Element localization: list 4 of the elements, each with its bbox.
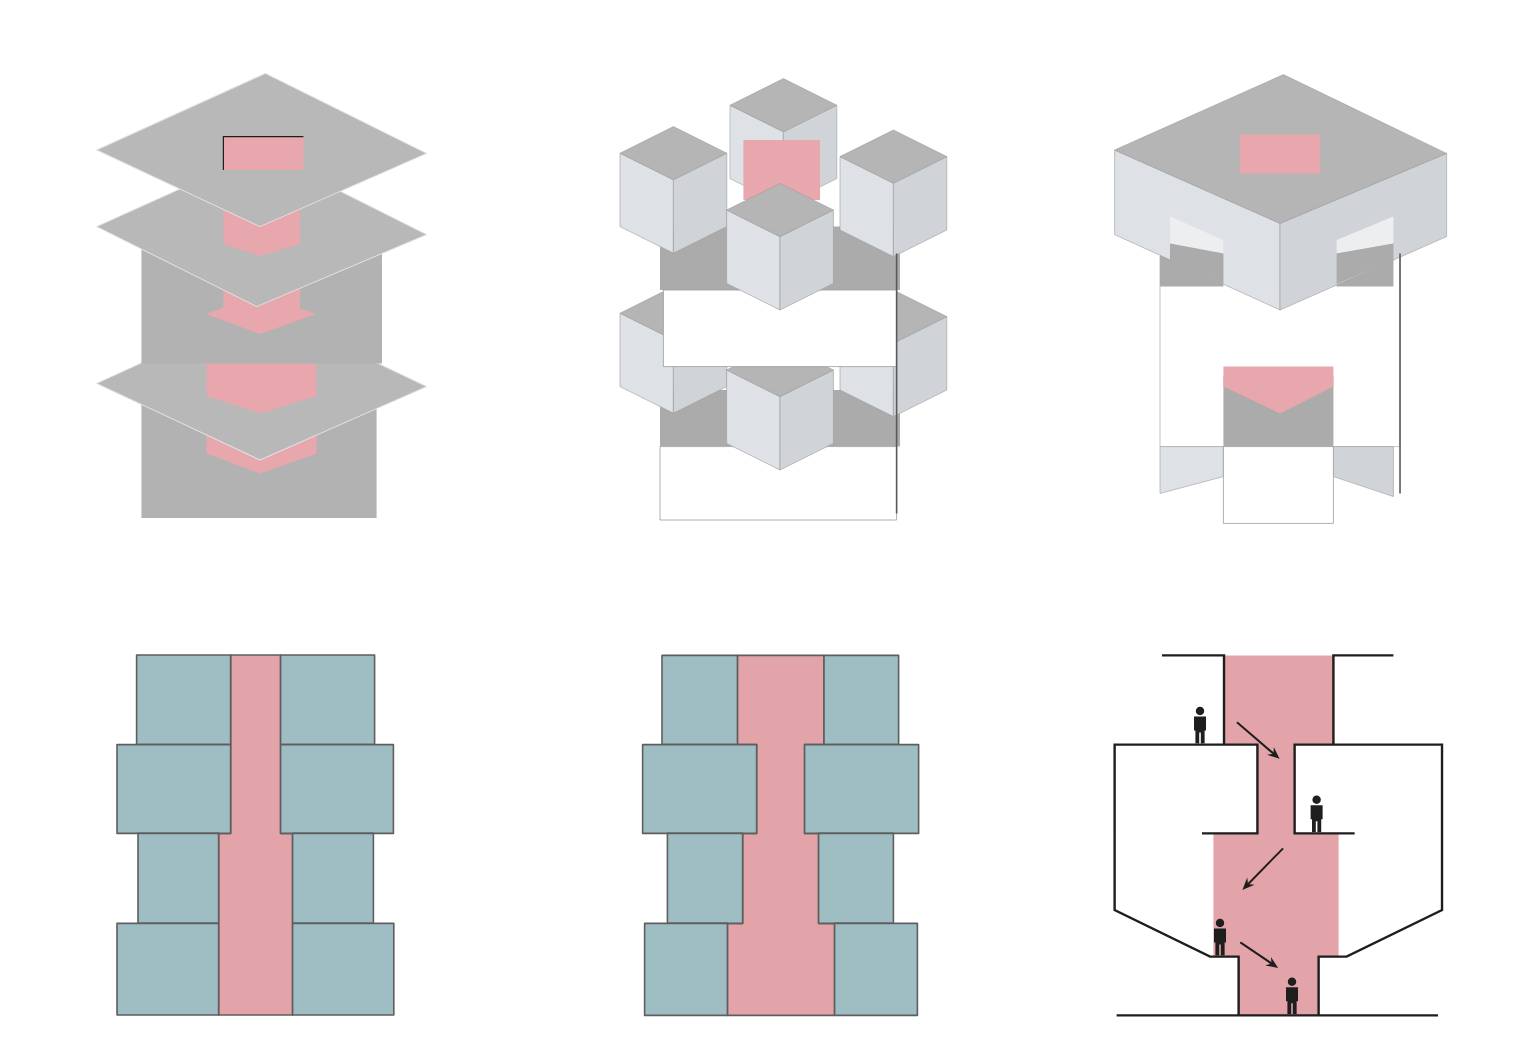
person-figure [1194,706,1206,744]
person-figure [1286,977,1298,1015]
person-figure [1214,918,1226,956]
person-figure [1310,795,1323,833]
